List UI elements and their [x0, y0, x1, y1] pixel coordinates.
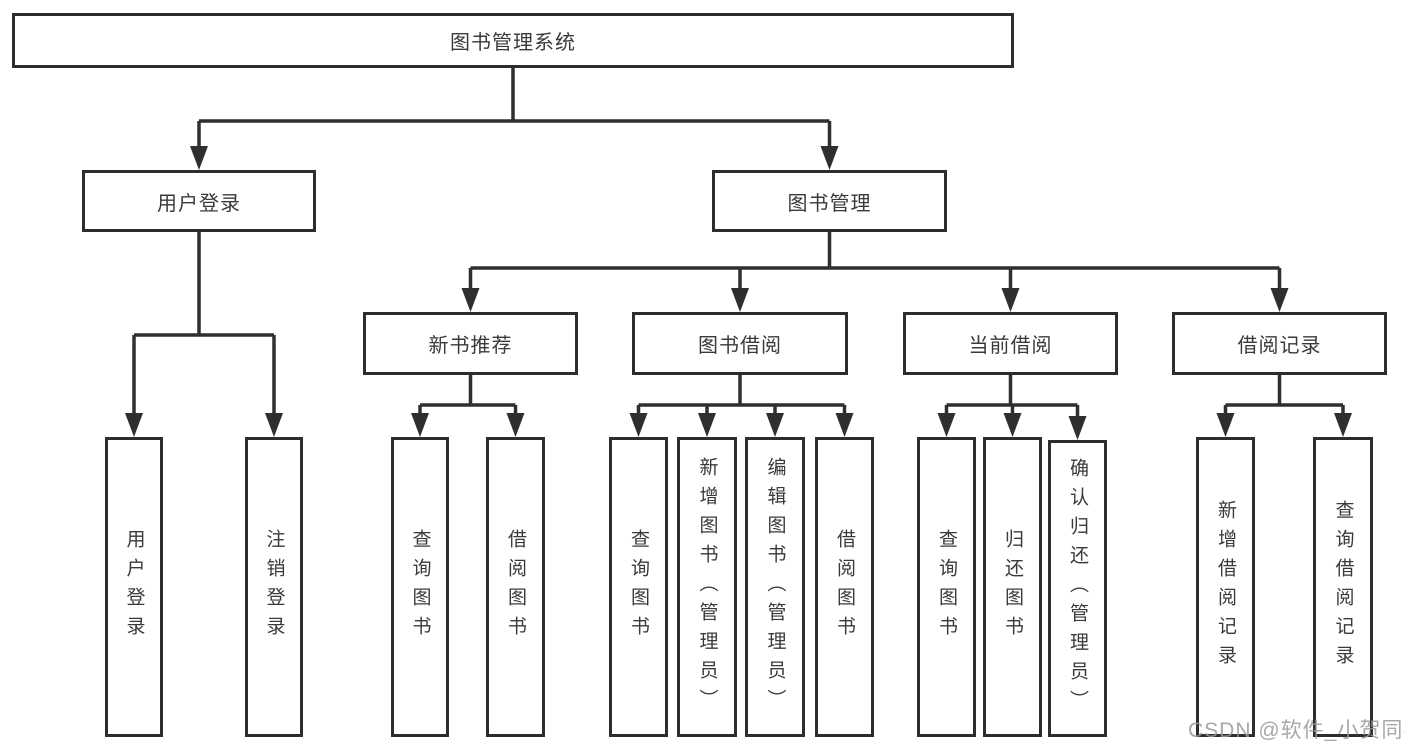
- node-label: 注销登录: [263, 529, 285, 645]
- connector-path: [132, 68, 1345, 420]
- node-label: 用户登录: [123, 529, 145, 645]
- node-label: 图书管理: [787, 192, 872, 215]
- arrowhead-icon: [1068, 416, 1087, 440]
- csdn-watermark: CSDN @软件_小贺同学: [1188, 719, 1405, 742]
- node-label: 借阅记录: [1237, 335, 1322, 357]
- arrowhead-icon: [1270, 288, 1289, 312]
- node-label: 归还图书: [1002, 529, 1023, 645]
- arrowhead-icon: [766, 413, 784, 437]
- node-v-add-book: 新增图书（管理员）: [677, 437, 737, 737]
- node-borrow-records: 借阅记录: [1172, 312, 1387, 375]
- arrowhead-icon: [461, 288, 480, 312]
- node-v-query-book-1: 查询图书: [391, 437, 449, 737]
- node-new-book-rec: 新书推荐: [363, 312, 578, 375]
- node-v-user-login: 用户登录: [105, 437, 163, 737]
- arrowhead-icon: [506, 413, 525, 437]
- arrowhead-icon: [629, 413, 648, 437]
- node-v-query-record: 查询借阅记录: [1313, 437, 1373, 737]
- node-label: 图书管理系统: [450, 32, 576, 54]
- node-v-logout: 注销登录: [245, 437, 303, 737]
- node-label: 图书借阅: [698, 335, 782, 357]
- node-label: 新增借阅记录: [1215, 500, 1236, 674]
- node-label: 新书推荐: [428, 335, 513, 357]
- arrowhead-icon: [835, 413, 854, 437]
- node-v-return-book: 归还图书: [983, 437, 1042, 737]
- arrowhead-icon: [190, 146, 208, 170]
- arrowhead-icon: [698, 413, 716, 437]
- node-label: 查询图书: [628, 529, 649, 645]
- node-v-confirm-return: 确认归还（管理员）: [1048, 440, 1107, 737]
- node-v-borrow-book-1: 借阅图书: [486, 437, 545, 737]
- node-label: 借阅图书: [505, 529, 526, 645]
- node-book-borrow: 图书借阅: [632, 312, 848, 375]
- arrowhead-icon: [937, 413, 956, 437]
- node-label: 查询图书: [936, 529, 957, 645]
- arrowhead-icon: [820, 146, 839, 170]
- node-v-query-book-3: 查询图书: [917, 437, 976, 737]
- arrowhead-icon: [1001, 288, 1020, 312]
- node-user-login: 用户登录: [82, 170, 316, 232]
- arrowhead-icon: [125, 413, 143, 437]
- node-label: 查询借阅记录: [1332, 500, 1354, 674]
- node-label: 用户登录: [157, 192, 241, 215]
- node-label: 新增图书（管理员）: [696, 456, 718, 718]
- node-label: 编辑图书（管理员）: [764, 456, 786, 718]
- node-v-edit-book: 编辑图书（管理员）: [745, 437, 805, 737]
- node-label: 查询图书: [409, 529, 431, 645]
- node-label: 确认归还（管理员）: [1067, 458, 1088, 719]
- arrowhead-icon: [731, 288, 749, 312]
- arrowhead-icon: [1216, 413, 1235, 437]
- arrowhead-icon: [411, 413, 429, 437]
- node-book-mgmt: 图书管理: [712, 170, 947, 232]
- node-v-query-book-2: 查询图书: [609, 437, 668, 737]
- node-v-add-record: 新增借阅记录: [1196, 437, 1255, 737]
- arrowhead-icon: [265, 413, 283, 437]
- node-label: 当前借阅: [968, 335, 1053, 357]
- node-current-borrow: 当前借阅: [903, 312, 1118, 375]
- node-v-borrow-book-2: 借阅图书: [815, 437, 874, 737]
- node-label: 借阅图书: [834, 529, 855, 645]
- node-root: 图书管理系统: [12, 13, 1014, 68]
- arrowhead-icon: [1003, 413, 1022, 437]
- arrowhead-icon: [1334, 413, 1352, 437]
